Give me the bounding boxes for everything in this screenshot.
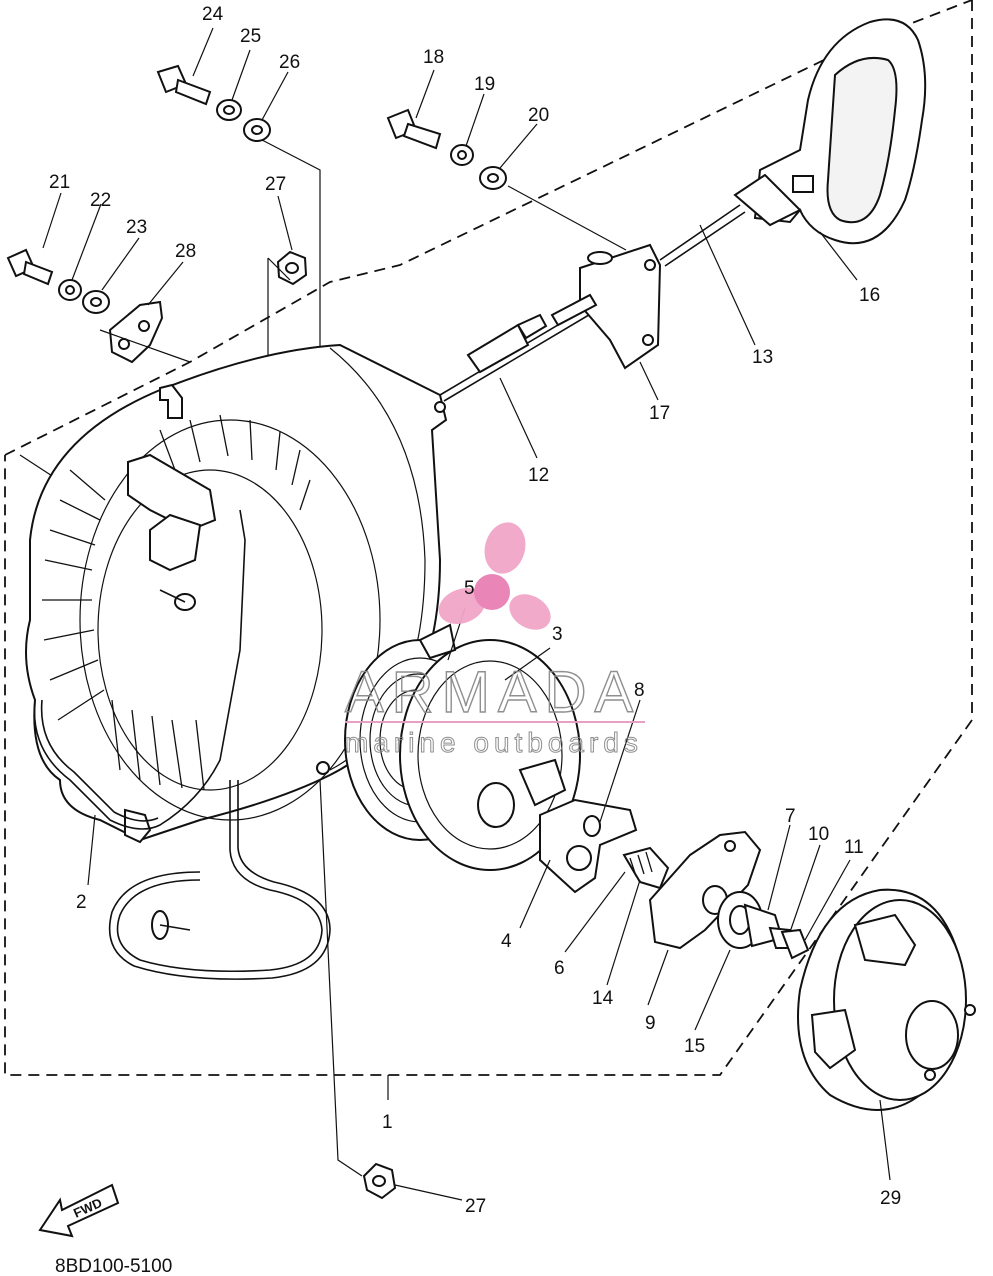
callout-17: 17 <box>649 403 670 424</box>
callout-10: 10 <box>808 824 829 845</box>
callout-19: 19 <box>474 74 495 95</box>
callout-28: 28 <box>175 241 196 262</box>
propeller-logo <box>438 522 551 630</box>
rope-sheave <box>344 623 581 871</box>
callout-20: 20 <box>528 105 549 126</box>
pawl-spring <box>622 846 670 890</box>
housing-hub <box>127 453 217 611</box>
callout-26: 26 <box>279 52 300 73</box>
callout-24: 24 <box>202 4 224 25</box>
gasket <box>33 509 331 980</box>
callout-29: 29 <box>880 1188 901 1209</box>
rope-end-fitting <box>466 313 548 374</box>
callout-16: 16 <box>859 285 880 306</box>
watermark-brand: ARMADA <box>345 660 641 725</box>
callout-12: 12 <box>528 465 549 486</box>
callout-11: 11 <box>844 837 864 858</box>
callout-27-lower: 27 <box>465 1196 486 1217</box>
watermark-tagline: marine outboards <box>345 727 643 758</box>
callout-2: 2 <box>76 892 87 913</box>
callout-15: 15 <box>684 1036 705 1057</box>
callout-8: 8 <box>634 680 645 701</box>
callout-3: 3 <box>552 624 563 645</box>
callout-23: 23 <box>126 217 147 238</box>
drive-pawl <box>539 798 638 894</box>
starter-cup <box>797 888 976 1111</box>
housing-fins <box>42 414 311 791</box>
center-bolt-stack <box>717 891 810 960</box>
starter-handle <box>733 18 927 245</box>
callout-9: 9 <box>645 1013 656 1034</box>
callout-25: 25 <box>240 26 261 47</box>
drawing-code: 8BD100-5100 <box>55 1256 172 1276</box>
callout-18: 18 <box>423 47 444 68</box>
callout-6: 6 <box>554 958 565 979</box>
callout-labels: 24 25 26 18 19 20 21 22 23 27 28 16 13 1… <box>49 4 901 1217</box>
callout-4: 4 <box>501 931 512 952</box>
assembly-boundary <box>4 0 973 1100</box>
callout-21: 21 <box>49 172 70 193</box>
callout-5: 5 <box>464 578 475 599</box>
callout-14: 14 <box>592 988 614 1009</box>
callout-13: 13 <box>752 347 773 368</box>
armada-watermark: ARMADA marine outboards <box>344 522 645 759</box>
callout-22: 22 <box>90 190 111 211</box>
callout-leaders <box>87 607 891 1181</box>
rope-guide-bracket <box>550 243 662 370</box>
fwd-direction-arrow: FWD <box>38 1183 120 1238</box>
hardware-bolts-washers <box>6 64 507 1200</box>
callout-1: 1 <box>382 1112 393 1133</box>
callout-27-upper: 27 <box>265 174 286 195</box>
callout-7: 7 <box>785 806 796 827</box>
